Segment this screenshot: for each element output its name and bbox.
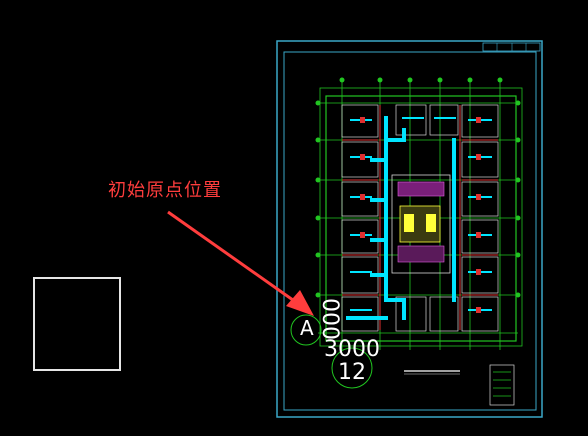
- origin-annotation-label: 初始原点位置: [108, 180, 222, 201]
- dimension-value-12: 12: [338, 360, 366, 385]
- origin-box: [33, 277, 121, 371]
- dimension-circles: [290, 314, 373, 389]
- sheet-outer-frame: [276, 40, 543, 418]
- core-area: [391, 174, 451, 274]
- sheet-inner-frame: [283, 51, 537, 411]
- hvac-ducts: [346, 116, 456, 320]
- axis-bubbles: [315, 77, 521, 298]
- titleblock-strip: [482, 42, 541, 52]
- dimension-letter-a: A: [300, 316, 314, 340]
- floor-walls: [341, 104, 499, 332]
- red-walls: [342, 105, 498, 330]
- diffusers: [360, 117, 481, 313]
- dimension-value-3000: 3000: [324, 337, 380, 362]
- annotation-arrow: [167, 210, 314, 316]
- dimension-rotated-text: 000: [317, 298, 342, 340]
- legend-box: [489, 364, 515, 406]
